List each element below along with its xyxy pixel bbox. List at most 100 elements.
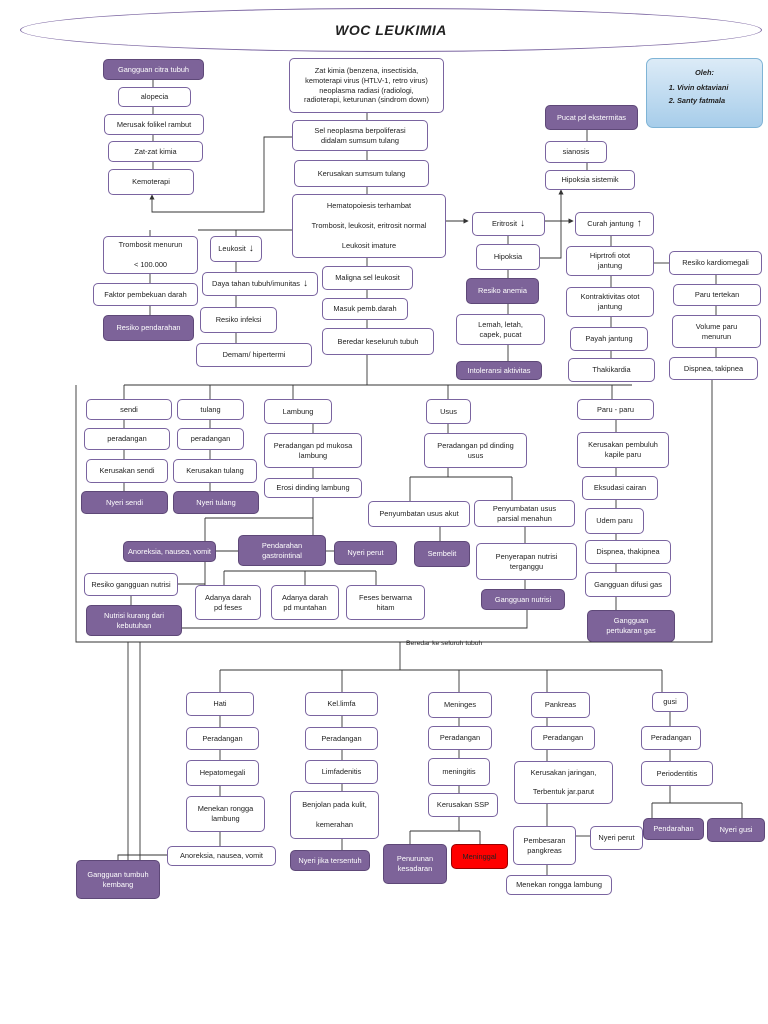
node-payah-jantung: Payah jantung: [570, 327, 648, 351]
node-nyeri-perut-1: Nyeri perut: [334, 541, 397, 565]
node-pendarahan-gusi: Pendarahan: [643, 818, 704, 840]
node-hipoksia-sistemik: Hipoksia sistemik: [545, 170, 635, 190]
node-kerusakan-jaringan: Kerusakan jaringan, Terbentuk jar.parut: [514, 761, 613, 804]
node-difusi: Gangguan difusi gas: [585, 572, 671, 597]
node-kerusakan-sumsum: Kerusakan sumsum tulang: [294, 160, 429, 187]
node-periodentitis: Periodentitis: [641, 761, 713, 786]
node-pembesaran-pankreas: Pembesaran pangkreas: [513, 826, 576, 865]
node-gusi: gusi: [652, 692, 688, 712]
node-trombosit: Trombosit menurun < 100.000: [103, 236, 198, 274]
node-leukosit: Leukosit↓: [210, 236, 262, 262]
node-zat-kimia: Zat-zat kimia: [108, 141, 203, 162]
node-hematopoiesis: Hematopoiesis terhambat Trombosit, leuko…: [292, 194, 446, 258]
node-proliferasi: Sel neoplasma berpoliferasi didalam sums…: [292, 120, 428, 151]
node-menekan-1: Menekan rongga lambung: [186, 796, 265, 832]
page-title: WOC LEUKIMIA: [20, 8, 762, 52]
node-lambung: Lambung: [264, 399, 332, 424]
node-erosi: Erosi dinding lambung: [264, 478, 362, 498]
node-sendi: sendi: [86, 399, 172, 420]
node-alopecia: alopecia: [118, 87, 191, 107]
node-darah-muntah: Adanya darah pd muntahan: [271, 585, 339, 620]
node-hepatomegali: Hepatomegali: [186, 760, 259, 786]
node-tumbuh-kembang: Gangguan tumbuh kembang: [76, 860, 160, 899]
node-resiko-pendarahan: Resiko pendarahan: [103, 315, 194, 341]
node-eritrosit: Eritrosit↓: [472, 212, 545, 236]
node-beredar: Beredar keseluruh tubuh: [322, 328, 434, 355]
node-kerusakan-paru: Kerusakan pembuluh kapile paru: [577, 432, 669, 468]
author-box: Oleh: Vivin oktaviani Santy fatmala: [646, 58, 763, 128]
node-hati-peradangan: Peradangan: [186, 727, 259, 750]
node-daya-tahan: Daya tahan tubuh/imunitas↓: [202, 272, 318, 296]
node-intoleransi: Intoleransi aktivitas: [456, 361, 542, 380]
node-limfa: Kel.limfa: [305, 692, 378, 716]
node-nyeri-sentuh: Nyeri jika tersentuh: [290, 850, 370, 871]
node-kontraktivitas: Kontraktivitas otot jantung: [566, 287, 654, 317]
node-pendarahan-gi: Pendarahan gastrointinal: [238, 535, 326, 566]
node-meninges-peradangan: Peradangan: [428, 726, 492, 750]
node-anoreksia-1: Anoreksia, nausea, vomit: [123, 541, 216, 562]
node-folikel: Merusak folikel rambut: [104, 114, 204, 135]
node-eksudasi: Eksudasi cairan: [582, 476, 658, 500]
node-gusi-peradangan: Peradangan: [641, 726, 701, 750]
node-usus-peradangan: Peradangan pd dinding usus: [424, 433, 527, 468]
node-pucat: Pucat pd ekstermitas: [545, 105, 638, 130]
node-tulang: tulang: [177, 399, 244, 420]
node-usus: Usus: [426, 399, 471, 424]
node-gangguan-nutrisi: Gangguan nutrisi: [481, 589, 565, 610]
node-resiko-kardiomegali: Resiko kardiomegali: [669, 251, 762, 275]
node-sembelit: Sembelit: [414, 541, 470, 567]
node-nyeri-gusi: Nyeri gusi: [707, 818, 765, 842]
node-darah-feses: Adanya darah pd feses: [195, 585, 261, 620]
node-masuk-darah: Masuk pemb.darah: [322, 298, 408, 320]
node-dispnea-2: Dispnea, thakipnea: [585, 540, 671, 564]
node-kerusakan-ssp: Kerusakan SSP: [428, 793, 498, 817]
node-sendi-peradangan: peradangan: [84, 428, 170, 450]
author-name: Vivin oktaviani: [677, 83, 762, 92]
node-kerusakan-tulang: Kerusakan tulang: [173, 459, 257, 483]
node-hipoksia: Hipoksia: [476, 244, 540, 270]
node-udem-paru: Udem paru: [585, 508, 644, 534]
node-resiko-infeksi: Resiko infeksi: [200, 307, 277, 333]
node-gangguan-citra: Gangguan citra tubuh: [103, 59, 204, 80]
node-nyeri-tulang: Nyeri tulang: [173, 491, 259, 514]
node-nutrisi-kurang: Nutrisi kurang dari kebutuhan: [86, 605, 182, 636]
node-hati: Hati: [186, 692, 254, 716]
node-meninggal: Meninggal: [451, 844, 508, 869]
node-paru: Paru - paru: [577, 399, 654, 420]
node-anoreksia-2: Anoreksia, nausea, vomit: [167, 846, 276, 866]
node-dispnea-1: Dispnea, takipnea: [669, 357, 758, 380]
node-lemah: Lemah, letah, capek, pucat: [456, 314, 545, 345]
node-kemoterapi: Kemoterapi: [108, 169, 194, 195]
node-feses-hitam: Feses berwarna hitam: [346, 585, 425, 620]
node-tulang-peradangan: peradangan: [177, 428, 244, 450]
node-meninges: Meninges: [428, 692, 492, 718]
node-nyeri-sendi: Nyeri sendi: [81, 491, 168, 514]
node-paru-tertekan: Paru tertekan: [673, 284, 761, 306]
node-demam: Demam/ hipertermi: [196, 343, 312, 367]
node-sianosis: sianosis: [545, 141, 607, 163]
node-pertukaran-gas: Gangguan pertukaran gas: [587, 610, 675, 642]
node-volume-paru: Volume paru menurun: [672, 315, 761, 348]
node-penurunan-kesadaran: Penurunan kesadaran: [383, 844, 447, 884]
node-limfadenitis: Limfadenitis: [305, 760, 378, 784]
author-heading: Oleh:: [695, 68, 714, 77]
node-nyeri-perut-2: Nyeri perut: [590, 826, 643, 850]
node-takikardia: Thakikardia: [568, 358, 655, 382]
node-curah-jantung: Curah jantung↑: [575, 212, 654, 236]
node-resiko-anemia: Resiko anemia: [466, 278, 539, 304]
node-kerusakan-sendi: Kerusakan sendi: [86, 459, 168, 483]
node-lambung-peradangan: Peradangan pd mukosa lambung: [264, 433, 362, 468]
node-pankreas: Pankreas: [531, 692, 590, 718]
node-resiko-nutrisi: Resiko gangguan nutrisi: [84, 573, 178, 596]
node-sumbat-akut: Penyumbatan usus akut: [368, 501, 470, 527]
node-hipertrofi: Hiprtrofi otot jantung: [566, 246, 654, 276]
node-cause: Zat kimia (benzena, insectisida, kemoter…: [289, 58, 444, 113]
node-faktor-pembekuan: Faktor pembekuan darah: [93, 283, 198, 306]
node-pankreas-peradangan: Peradangan: [531, 726, 595, 750]
node-maligna: Maligna sel leukosit: [322, 266, 413, 290]
node-limfa-peradangan: Peradangan: [305, 727, 378, 750]
node-meningitis: meningitis: [428, 758, 490, 786]
node-penyerapan: Penyerapan nutrisi terganggu: [476, 543, 577, 580]
